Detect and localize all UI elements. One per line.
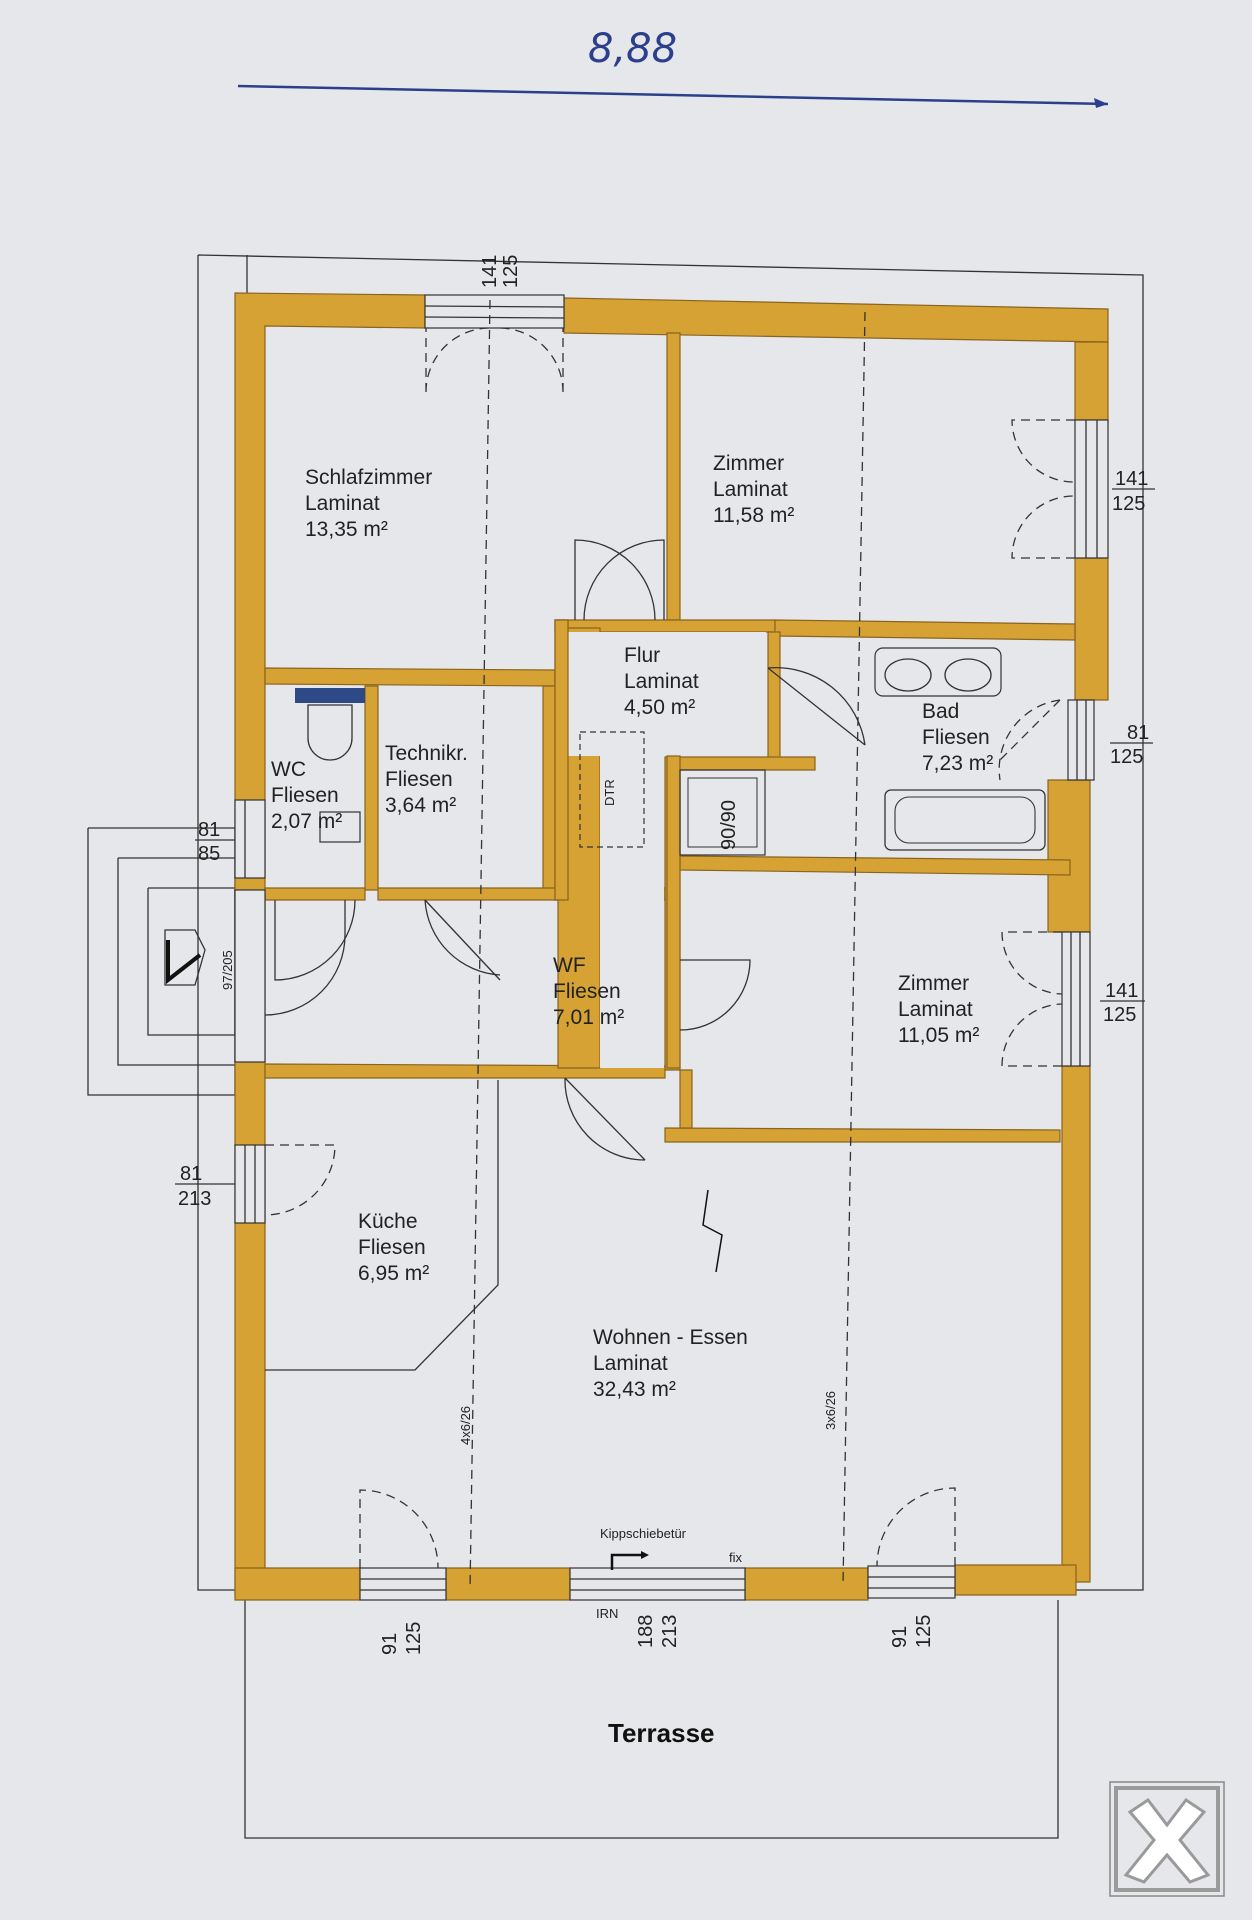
dim-left-kitchen-height: 213: [178, 1188, 211, 1210]
entry-marker-icon: [166, 940, 202, 985]
windows: [234, 294, 1109, 1601]
room-label-zimmer-bottom: Zimmer Laminat 11,05 m²: [898, 972, 979, 1047]
dim-right-bad-height: 125: [1110, 746, 1143, 768]
dim-bottom-left-height: 125: [403, 1622, 425, 1655]
stair-arrow-icon: [702, 1189, 723, 1273]
dim-bottom-right-width: 91: [889, 1626, 911, 1648]
toilet-icon: [307, 704, 353, 761]
dtr-cabinet: [579, 731, 645, 848]
wc-cistern: [295, 688, 365, 703]
walls: [234, 292, 1109, 1601]
dim-top-window-height: 125: [500, 255, 522, 288]
entry-stair-icon: [164, 929, 206, 986]
dim-left-kitchen-width: 81: [180, 1163, 202, 1185]
wc-sink-icon: [319, 811, 361, 843]
room-label-zimmer-top: Zimmer Laminat 11,58 m²: [713, 452, 794, 527]
beam-left-line: [469, 299, 491, 1591]
label-beam-left: 4x6/26: [458, 1406, 473, 1445]
double-sink-icon: [874, 647, 1002, 697]
label-sliding-door: Kippschiebetür: [600, 1526, 687, 1541]
dim-bottom-right-height: 125: [913, 1615, 935, 1648]
handwritten-dimension-line: [237, 84, 1109, 106]
raiffeisen-logo: [1109, 1781, 1225, 1897]
dim-right-upper-width: 141: [1115, 468, 1148, 490]
flur-floor: [568, 632, 766, 756]
kitchen-counter: [265, 1080, 499, 1371]
dim-bottom-mid-width: 188: [635, 1615, 657, 1648]
label-fix: fix: [729, 1550, 743, 1565]
room-label-kueche: Küche Fliesen 6,95 m²: [358, 1210, 432, 1285]
dim-right-bad-width: 81: [1127, 722, 1149, 744]
handwritten-width: 8,88: [588, 26, 677, 72]
bathtub-icon: [884, 789, 1046, 851]
label-irn: IRN: [596, 1606, 618, 1621]
label-beam-right: 3x6/26: [823, 1391, 838, 1430]
room-label-technikraum: Technikr. Fliesen 3,64 m²: [385, 742, 474, 817]
sliding-door-arrow-icon: [610, 1553, 641, 1570]
label-shower-size: 90/90: [718, 800, 740, 850]
dim-bottom-mid-height: 213: [659, 1615, 681, 1648]
beam-right-line: [842, 311, 866, 1586]
room-label-wohnen-essen: Wohnen - Essen Laminat 32,43 m²: [593, 1326, 754, 1401]
dim-right-lower-height: 125: [1103, 1004, 1136, 1026]
room-label-bad: Bad Fliesen 7,23 m²: [922, 700, 996, 775]
label-dtr: DTR: [602, 779, 617, 806]
room-label-flur: Flur Laminat 4,50 m²: [624, 644, 705, 719]
outline-frames: [87, 254, 1144, 1839]
shower-icon: [679, 769, 766, 856]
door-swings: [264, 327, 1076, 1569]
label-terrasse: Terrasse: [608, 1718, 715, 1748]
dim-left-wc-height: 85: [198, 843, 220, 865]
dim-entry-door: 97/205: [220, 950, 235, 990]
room-label-wf: WF Fliesen 7,01 m²: [553, 954, 627, 1029]
dim-top-window-width: 141: [479, 255, 501, 288]
dim-left-wc-width: 81: [198, 819, 220, 841]
dim-right-upper-height: 125: [1112, 493, 1145, 515]
fixtures: [164, 647, 1046, 1570]
dim-bottom-left-width: 91: [379, 1633, 401, 1655]
hall-floor: [600, 756, 664, 1068]
room-label-schlafzimmer: Schlafzimmer Laminat 13,35 m²: [305, 466, 438, 541]
room-label-wc: WC Fliesen 2,07 m²: [271, 758, 345, 833]
dimension-arrow-icon: [1094, 98, 1108, 108]
dim-right-lower-width: 141: [1105, 980, 1138, 1002]
